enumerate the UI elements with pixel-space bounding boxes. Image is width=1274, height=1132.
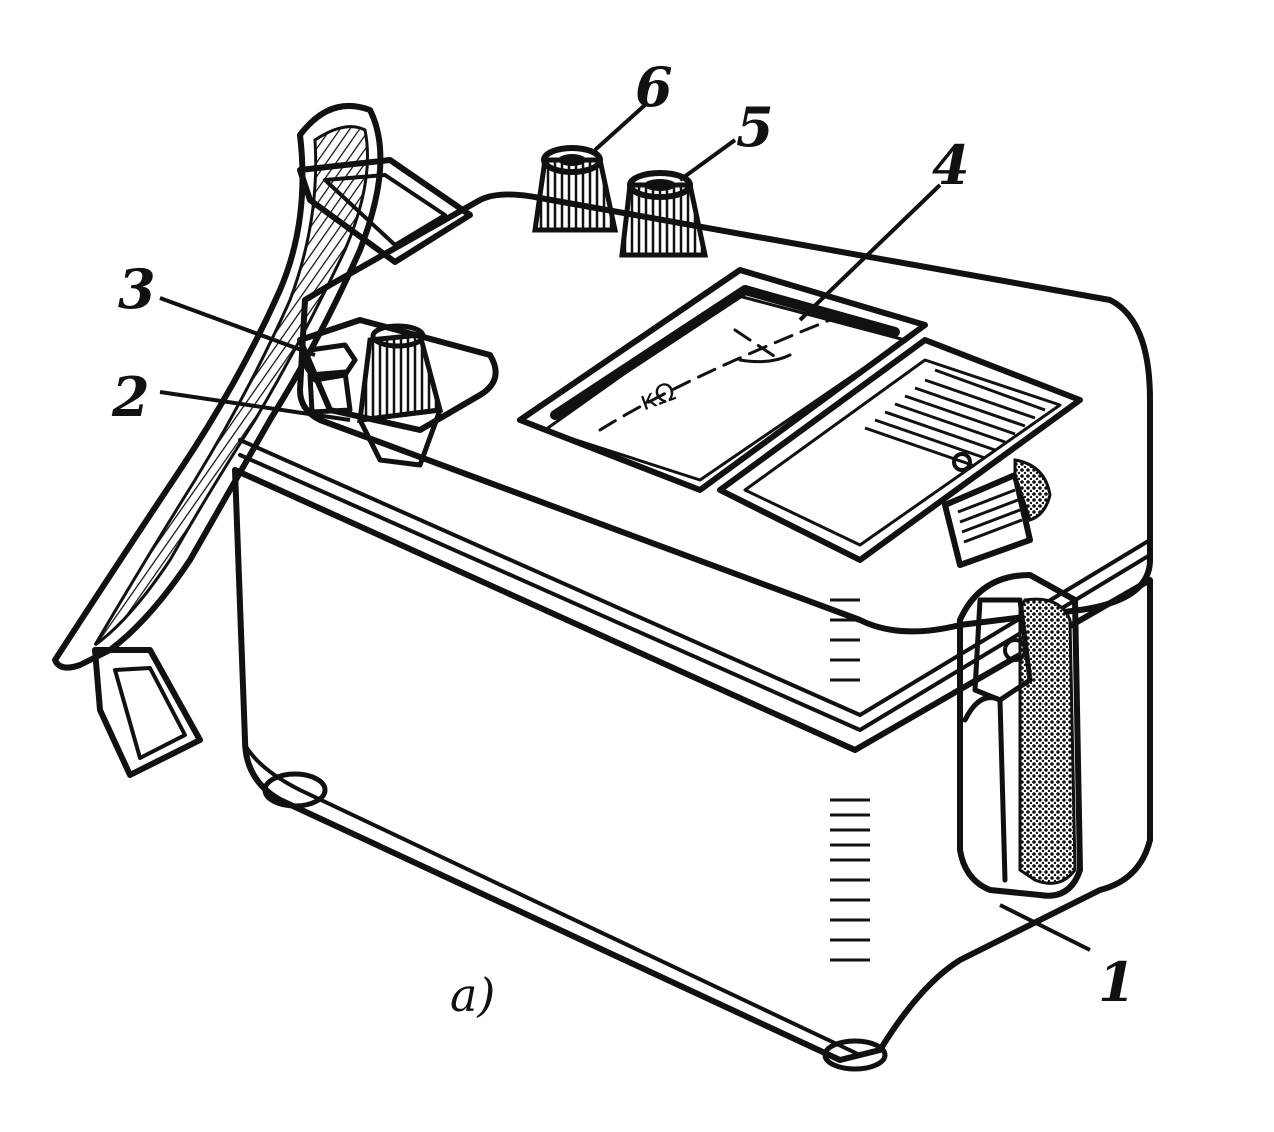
knob-6 [532, 145, 619, 233]
shoulder-strap [52, 102, 473, 778]
label-3: 3 [118, 257, 156, 321]
device-lid [232, 191, 1153, 753]
figure-caption: a) [450, 968, 496, 1022]
terminal [302, 342, 358, 415]
label-1: 1 [1098, 950, 1136, 1014]
knob-5 [619, 170, 709, 258]
label-6: 6 [635, 55, 673, 119]
meter-window [517, 267, 928, 493]
scale-panel [717, 337, 1083, 563]
leader-lines [159, 103, 1091, 952]
side-latch [942, 458, 1083, 899]
label-5: 5 [736, 95, 774, 159]
label-2: 2 [112, 365, 150, 429]
control-recess [297, 317, 499, 468]
device-body [232, 467, 1153, 1072]
label-4: 4 [932, 133, 970, 197]
